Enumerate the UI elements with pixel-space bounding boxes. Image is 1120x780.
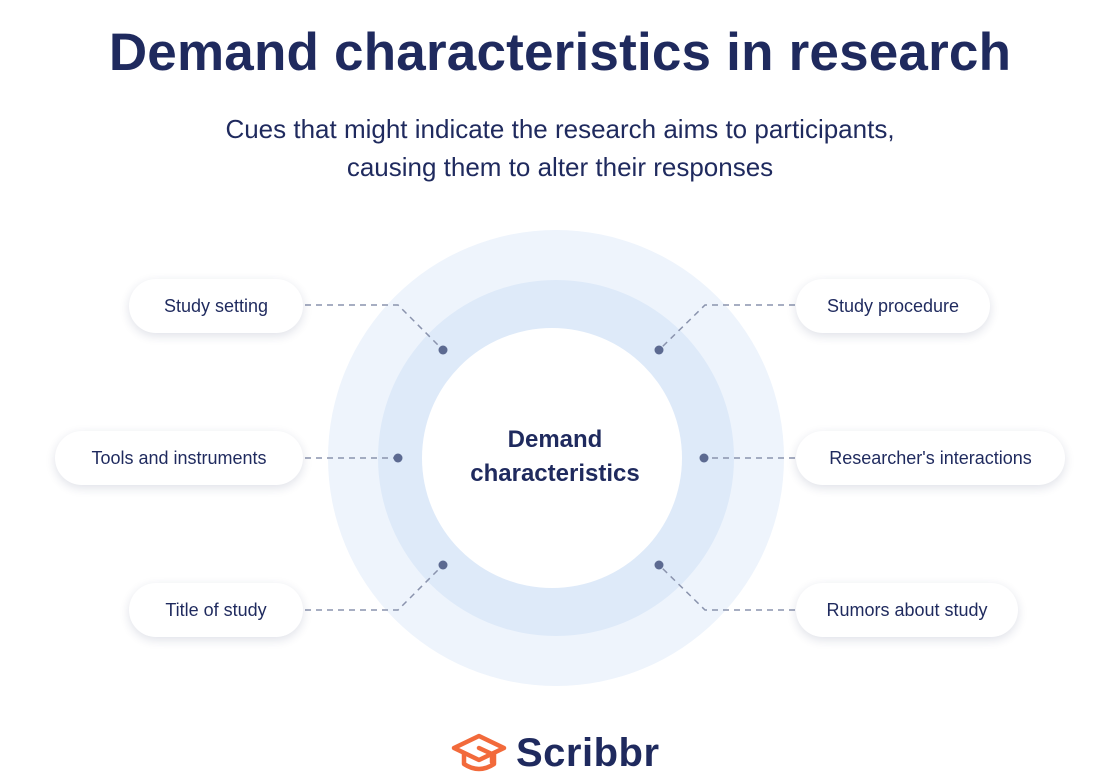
item-title-of-study: Title of study: [129, 583, 303, 637]
center-label: Demand characteristics: [440, 423, 670, 491]
connector-study-setting: [305, 304, 443, 350]
brand-name: Scribbr: [516, 730, 660, 775]
connector-study-procedure: [659, 304, 795, 350]
dot-title-of-study: [438, 560, 448, 570]
dot-tools-and-instruments: [393, 453, 403, 463]
subtitle: Cues that might indicate the research ai…: [160, 110, 960, 186]
subtitle-line-1: Cues that might indicate the research ai…: [225, 114, 895, 144]
scribbr-logo: Scribbr: [450, 730, 660, 776]
item-researchers-interactions: Researcher's interactions: [796, 431, 1065, 485]
item-tools-and-instruments: Tools and instruments: [55, 431, 303, 485]
subtitle-line-2: causing them to alter their responses: [346, 152, 774, 182]
center-label-line-1: Demand: [507, 426, 603, 453]
item-rumors-about-study: Rumors about study: [796, 583, 1018, 637]
item-study-setting: Study setting: [129, 279, 303, 333]
dot-researchers-interactions: [699, 453, 709, 463]
graduation-cap-icon: [451, 733, 507, 772]
connector-title-of-study: [305, 565, 443, 611]
dot-study-procedure: [654, 345, 664, 355]
center-label-line-2: characteristics: [470, 460, 640, 487]
connector-rumors-about-study: [659, 565, 795, 611]
page-title: Demand characteristics in research: [108, 23, 1012, 82]
dot-study-setting: [438, 345, 448, 355]
center-circle: [422, 328, 682, 588]
dot-rumors-about-study: [654, 560, 664, 570]
item-study-procedure: Study procedure: [796, 279, 990, 333]
